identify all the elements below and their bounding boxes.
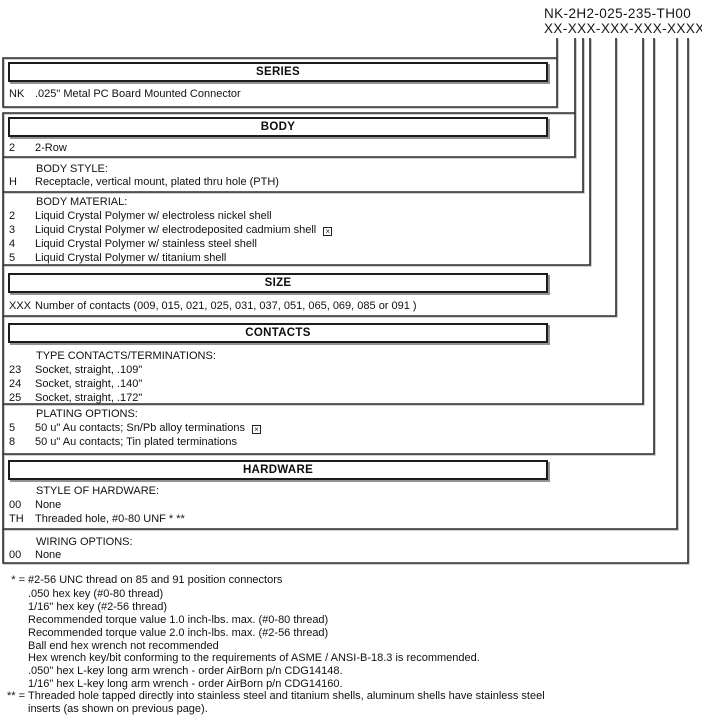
connector-contacts-type [2,38,644,405]
footnote-line: Recommended torque value 2.0 inch-lbs. m… [0,627,328,640]
footnote-line: .050" hex L-key long arm wrench - order … [0,665,343,678]
option-code: 2 [9,210,16,222]
option-code: 4 [9,238,16,250]
option-code: 25 [9,392,22,404]
footnote-line: inserts (as shown on previous page). [0,703,208,716]
series-section-header: SERIES [8,62,548,82]
option-code: 24 [9,378,22,390]
footnote-text: 1/16" hex L-key long arm wrench - order … [28,678,343,690]
option-desc: None [35,499,62,511]
body-material-option-row: 3 Liquid Crystal Polymer w/ electrodeposi… [9,224,333,237]
footnote-text: Hex wrench key/bit conforming to the req… [28,652,480,664]
size-section-header: SIZE [8,273,548,293]
footnote-text: Ball end hex wrench not recommended [28,640,219,652]
part-number-template: XX-XXX-XXX-XXX-XXXX [544,20,702,36]
option-code: XXX [9,300,32,312]
hardware-section-header: HARDWARE [8,460,548,480]
option-desc: 50 u" Au contacts; Tin plated terminatio… [35,436,238,448]
contacts-option-row: 23 Socket, straight, .109" [9,364,142,377]
footnote-line: Hex wrench key/bit conforming to the req… [0,652,480,665]
option-desc: .025" Metal PC Board Mounted Connector [35,88,241,100]
option-desc: Socket, straight, .109" [35,364,143,376]
body-material-option-row: 5 Liquid Crystal Polymer w/ titanium shel… [9,252,226,265]
option-code: 5 [9,252,16,264]
option-code: 23 [9,364,22,376]
footnote-line: 1/16" hex L-key long arm wrench - order … [0,678,343,691]
footnote-text: Recommended torque value 2.0 inch-lbs. m… [28,627,329,639]
body-material-option-row: 4 Liquid Crystal Polymer w/ stainless ste… [9,238,257,251]
connector-hardware-style [2,38,678,530]
contacts-option-row: 25 Socket, straight, .172" [9,392,142,405]
option-code: 3 [9,224,16,236]
footnote-marker: * = [11,574,25,586]
plating-options-label: PLATING OPTIONS: [36,408,138,420]
connector-body-material [2,38,591,266]
option-desc: Liquid Crystal Polymer w/ titanium shell [35,252,227,264]
footnote-line: * =#2-56 UNC thread on 85 and 91 positio… [0,574,282,587]
option-desc: Liquid Crystal Polymer w/ electrodeposit… [35,224,317,236]
body-material-option-row: 2 Liquid Crystal Polymer w/ electroless n… [9,210,272,223]
option-code: 8 [9,436,16,448]
option-code: NK [9,88,25,100]
option-code: 2 [9,142,16,154]
series-option-row: NK .025" Metal PC Board Mounted Connector [9,88,241,101]
option-desc: Number of contacts (009, 015, 021, 025, … [35,300,417,312]
footnote-line: Recommended torque value 1.0 inch-lbs. m… [0,614,328,627]
footnote-text: Recommended torque value 1.0 inch-lbs. m… [28,614,329,626]
footnote-text: .050" hex L-key long arm wrench - order … [28,665,343,677]
option-desc: Socket, straight, .172" [35,392,143,404]
option-code: H [9,176,17,188]
contacts-option-row: 24 Socket, straight, .140" [9,378,142,391]
ballot-x-icon: × [251,425,261,434]
option-code: 5 [9,422,16,434]
body-section-header: BODY [8,117,548,137]
option-code: 00 [9,549,22,561]
footnote-text: .050 hex key (#0-80 thread) [28,588,164,600]
option-code: 00 [9,499,22,511]
ballot-x-icon: × [323,227,333,236]
connector-plating [2,38,655,455]
option-desc: Receptacle, vertical mount, plated thru … [35,176,279,188]
footnote-text: Threaded hole tapped directly into stain… [28,690,545,702]
footnote-line: ** =Threaded hole tapped directly into s… [0,690,545,703]
wiring-option-row: 00 None [9,549,61,562]
option-desc: 2-Row [35,142,67,154]
option-desc: Threaded hole, #0-80 UNF * ** [35,513,185,525]
body-material-label: BODY MATERIAL: [36,196,128,208]
option-desc: None [35,549,62,561]
footnote-text: inserts (as shown on previous page). [28,703,208,715]
contacts-section-header: CONTACTS [8,323,548,343]
hardware-style-label: STYLE OF HARDWARE: [36,485,160,497]
footnote-line: Ball end hex wrench not recommended [0,640,219,653]
footnote-text: 1/16" hex key (#2-56 thread) [28,601,168,613]
wiring-options-label: WIRING OPTIONS: [36,536,133,548]
body-style-option-row: H Receptacle, vertical mount, plated thru… [9,176,279,189]
plating-option-row: 5 50 u" Au contacts; Sn/Pb alloy terminat… [9,422,261,435]
option-desc: Liquid Crystal Polymer w/ stainless stee… [35,238,257,250]
option-desc: Liquid Crystal Polymer w/ electroless ni… [35,210,272,222]
option-desc: 50 u" Au contacts; Sn/Pb alloy terminati… [35,422,245,434]
hardware-option-row: 00 None [9,499,61,512]
body-style-label: BODY STYLE: [36,163,108,175]
option-desc: Socket, straight, .140" [35,378,143,390]
footnote-text: #2-56 UNC thread on 85 and 91 position c… [28,574,283,586]
connector-body-style [2,38,584,193]
option-code: TH [9,513,24,525]
footnote-line: 1/16" hex key (#2-56 thread) [0,601,167,614]
footnote-line: .050 hex key (#0-80 thread) [0,588,163,601]
hardware-option-row: TH Threaded hole, #0-80 UNF * ** [9,513,185,526]
part-number-example: NK-2H2-025-235-TH00 [544,6,692,21]
footnote-marker: ** = [6,690,25,702]
plating-option-row: 8 50 u" Au contacts; Tin plated terminati… [9,436,237,449]
connector-size [2,38,617,317]
contacts-type-label: TYPE CONTACTS/TERMINATIONS: [36,350,216,362]
connector-series [2,38,558,108]
body-option-row: 2 2-Row [9,142,67,155]
connector-wiring [2,38,689,564]
